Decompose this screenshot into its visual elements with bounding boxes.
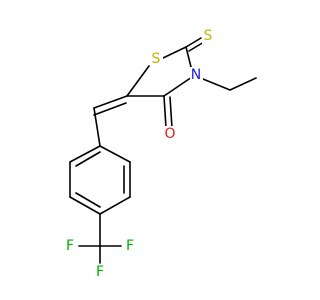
atom-f-bottom: F — [96, 264, 104, 280]
bond-ring-inner-3 — [75, 151, 101, 167]
atom-s-thione: S — [204, 28, 213, 44]
atom-f-right: F — [126, 238, 134, 254]
bond-ring-3 — [99, 196, 131, 215]
atom-f-left: F — [66, 238, 74, 254]
bond-ethyl-n — [202, 78, 231, 91]
atom-n: N — [191, 67, 201, 83]
bond-carbonyl-2 — [169, 96, 173, 129]
bond-s1-c2 — [162, 46, 187, 59]
atom-s-ring: S — [152, 51, 161, 67]
bond-ring-inner-2 — [75, 192, 101, 208]
bond-n-c4 — [163, 76, 193, 97]
bond-exocyclic-1 — [93, 95, 128, 109]
bond-ring-4 — [69, 196, 101, 215]
bond-ch-ring — [93, 107, 101, 147]
chemical-structure-diagram: S S N O F F F — [64, 28, 257, 280]
bond-exocyclic-2 — [93, 102, 127, 116]
bond-ethyl-ch3 — [229, 77, 257, 91]
bond-carbonyl-1 — [163, 95, 167, 129]
bond-ring-6 — [69, 145, 101, 163]
structure-canvas: S S N O F F F — [64, 28, 257, 280]
bond-thione-2 — [188, 41, 205, 52]
bond-c5-s1 — [126, 65, 150, 97]
bond-ring-1 — [99, 145, 131, 163]
atom-o: O — [164, 126, 175, 142]
bond-thione-1 — [185, 37, 202, 48]
